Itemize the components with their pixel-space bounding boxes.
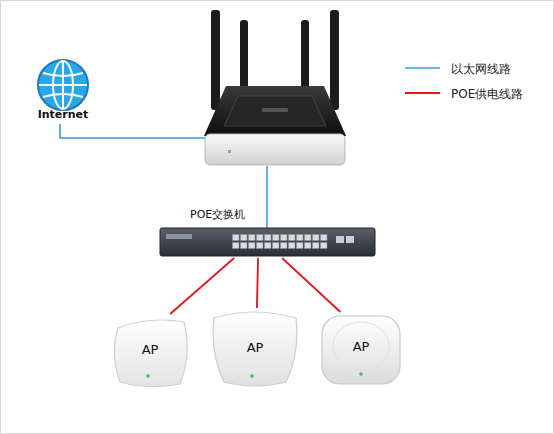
poe-switch: POE交换机: [160, 206, 378, 258]
device-label: POE交换机: [190, 207, 245, 222]
legend-text: POE供电线路: [451, 86, 523, 103]
ethernet-wire: [266, 166, 268, 228]
ap-label: AP: [318, 339, 404, 354]
internet-globe: Internet: [28, 58, 98, 128]
router-illustration: [204, 10, 346, 165]
poe-power-line: [257, 258, 258, 308]
network-label: Internet: [28, 108, 98, 121]
legend-text: 以太网线路: [451, 61, 511, 78]
access-point: AP: [318, 312, 404, 388]
access-point: AP: [208, 308, 302, 388]
ap-label: AP: [108, 342, 192, 357]
legend-line-sample: [405, 92, 440, 94]
legend-line-sample: [405, 67, 440, 69]
ap-label: AP: [208, 340, 302, 355]
ethernet-wire: [60, 124, 212, 138]
poe-power-line: [170, 258, 234, 314]
poe-power-line: [282, 258, 340, 312]
access-point: AP: [108, 314, 192, 388]
